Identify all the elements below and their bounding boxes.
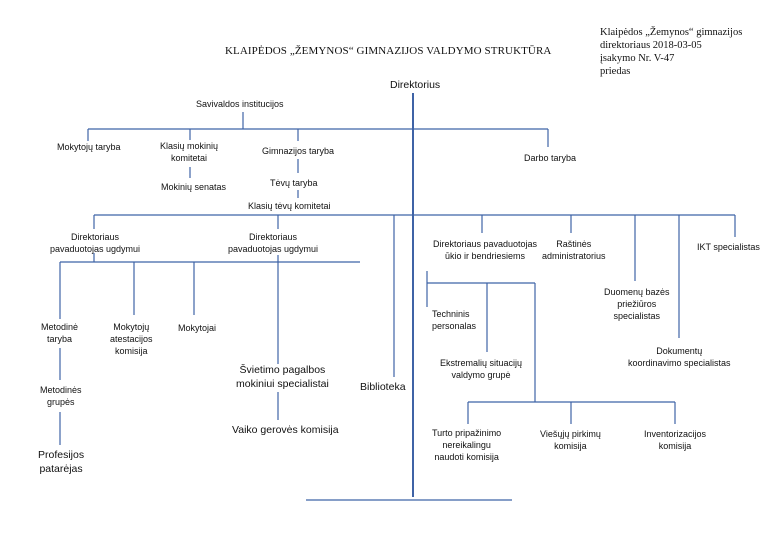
node-line: Direktoriaus bbox=[71, 232, 120, 242]
node-inventory-commission: Inventorizacijos komisija bbox=[644, 428, 706, 452]
chart-title: KLAIPĖDOS „ŽEMYNOS“ GIMNAZIJOS VALDYMO S… bbox=[225, 45, 552, 57]
node-line: Inventorizacijos bbox=[644, 429, 707, 439]
node-library: Biblioteka bbox=[360, 381, 406, 393]
node-self-government: Savivaldos institucijos bbox=[196, 99, 284, 109]
node-line: Direktoriaus bbox=[249, 232, 298, 242]
node-class-parents-committees: Klasių tėvų komitetai bbox=[248, 201, 331, 211]
node-line: grupės bbox=[47, 397, 75, 407]
node-office-admin: Raštinės administratorius bbox=[542, 238, 606, 262]
node-procurement-commission: Viešųjų pirkimų komisija bbox=[540, 428, 601, 452]
node-line: naudoti komisija bbox=[434, 452, 499, 462]
node-line: Švietimo pagalbos bbox=[239, 364, 326, 376]
annex-line: priedas bbox=[600, 66, 631, 77]
node-line: pavaduotojas ugdymui bbox=[50, 244, 141, 254]
node-line: taryba bbox=[47, 334, 73, 344]
node-line: Metodinė bbox=[41, 322, 79, 332]
node-line: Dokumentų bbox=[656, 346, 703, 356]
node-line: priežiūros bbox=[617, 299, 657, 309]
annex-line: Klaipėdos „Žemynos“ gimnazijos bbox=[600, 27, 743, 38]
node-line: Raštinės bbox=[556, 239, 592, 249]
node-line: atestacijos bbox=[110, 334, 153, 344]
node-line: Viešųjų pirkimų bbox=[540, 429, 601, 439]
node-line: Mokytojų bbox=[113, 322, 150, 332]
node-line: Profesijos bbox=[38, 449, 85, 461]
node-line: komitetai bbox=[171, 153, 208, 163]
annex-line: direktoriaus 2018-03-05 bbox=[600, 40, 702, 51]
node-line: personalas bbox=[432, 321, 477, 331]
node-line: ūkio ir bendriesiems bbox=[445, 251, 526, 261]
node-line: valdymo grupė bbox=[451, 370, 511, 380]
node-line: Ekstremalių situacijų bbox=[440, 358, 523, 368]
node-student-senate: Mokinių senatas bbox=[161, 182, 227, 192]
node-attestation-commission: Mokytojų atestacijos komisija bbox=[110, 321, 153, 357]
node-line: Turto pripažinimo bbox=[432, 428, 502, 438]
node-line: koordinavimo specialistas bbox=[628, 358, 731, 368]
node-line: komisija bbox=[554, 441, 587, 451]
node-teachers: Mokytojai bbox=[178, 323, 217, 333]
node-line: nereikalingu bbox=[442, 440, 491, 450]
node-line: komisija bbox=[115, 346, 148, 356]
node-deputy-education-1: Direktoriaus pavaduotojas ugdymui bbox=[50, 231, 140, 255]
node-profession-advisers: Profesijos patarėjas bbox=[38, 448, 84, 476]
node-gymnasium-council: Gimnazijos taryba bbox=[262, 146, 335, 156]
annex-note: Klaipėdos „Žemynos“ gimnazijos direktori… bbox=[600, 26, 742, 78]
node-it-specialists: IKT specialistas bbox=[697, 242, 760, 252]
node-line: administratorius bbox=[542, 251, 606, 261]
node-child-welfare: Vaiko gerovės komisija bbox=[232, 424, 339, 436]
annex-line: įsakymo Nr. V-47 bbox=[600, 53, 675, 64]
node-line: Metodinės bbox=[40, 385, 82, 395]
node-deputy-admin: Direktoriaus pavaduotojas ūkio ir bendri… bbox=[433, 238, 537, 262]
node-line: komisija bbox=[658, 441, 692, 451]
node-line: pavaduotojas ugdymui bbox=[228, 244, 319, 254]
node-line: Klasių mokinių bbox=[160, 141, 219, 151]
node-emergency-group: Ekstremalių situacijų valdymo grupė bbox=[440, 357, 522, 381]
node-line: Techninis bbox=[432, 309, 470, 319]
node-education-support: Švietimo pagalbos mokiniui specialistai bbox=[236, 363, 329, 391]
node-line: specialistas bbox=[613, 311, 661, 321]
node-line: Direktoriaus pavaduotojas bbox=[433, 239, 538, 249]
node-methodical-council: Metodinė taryba bbox=[41, 321, 78, 345]
node-deputy-education-2: Direktoriaus pavaduotojas ugdymui bbox=[228, 231, 318, 255]
node-class-students-committees: Klasių mokinių komitetai bbox=[160, 140, 218, 164]
node-line: patarėjas bbox=[39, 463, 83, 475]
node-methodical-groups: Metodinės grupės bbox=[40, 384, 82, 408]
node-work-council: Darbo taryba bbox=[524, 153, 577, 163]
node-write-off-commission: Turto pripažinimo nereikalingu naudoti k… bbox=[432, 427, 501, 463]
node-database-specialists: Duomenų bazės priežiūros specialistas bbox=[604, 286, 670, 322]
node-line: Duomenų bazės bbox=[604, 287, 670, 297]
node-teachers-council: Mokytojų taryba bbox=[57, 142, 121, 152]
node-director: Direktorius bbox=[390, 79, 441, 91]
node-document-specialists: Dokumentų koordinavimo specialistas bbox=[628, 345, 731, 369]
node-technical-staff: Techninis personalas bbox=[432, 308, 476, 332]
node-line: mokiniui specialistai bbox=[236, 378, 329, 390]
node-parents-council: Tėvų taryba bbox=[270, 178, 318, 188]
